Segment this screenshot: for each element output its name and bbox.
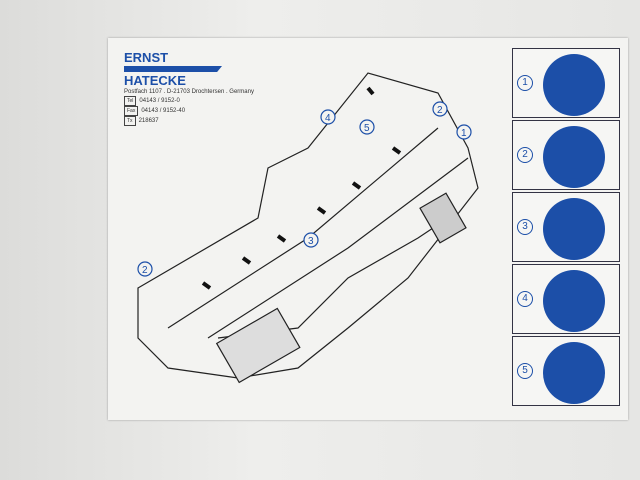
svg-text:2: 2 — [437, 105, 443, 116]
lifeboat-hook-icon — [543, 54, 605, 116]
contact-label: Fax — [124, 106, 139, 116]
company-logo: ERNST HATECKE — [124, 50, 222, 88]
postal-address: Postfach 1107 . D-21703 Drochtersen . Ge… — [124, 89, 254, 95]
lifeboat-outline — [137, 72, 479, 384]
hand-release-icon — [543, 126, 605, 188]
svg-text:5: 5 — [364, 123, 370, 134]
winch-rotate-icon — [543, 270, 605, 332]
lifeboat-diagram: 1 2 2 3 4 5 — [137, 72, 479, 384]
instruction-panel-2: 2 — [512, 120, 620, 190]
lower-to-water-icon — [543, 342, 605, 404]
svg-text:2: 2 — [142, 265, 148, 276]
contact-value: 04143 / 9152-0 — [139, 98, 180, 104]
svg-text:3: 3 — [308, 236, 314, 247]
step-number: 2 — [517, 147, 533, 163]
instruction-panel-3: 3 — [512, 192, 620, 262]
instruction-panel-5: 5 — [512, 336, 620, 406]
step-number: 5 — [517, 363, 533, 379]
step-number: 4 — [517, 291, 533, 307]
diagram-markers: 1 2 2 3 4 5 — [137, 101, 472, 277]
seat-marks — [201, 86, 402, 290]
step-number: 3 — [517, 219, 533, 235]
marker-3: 3 — [303, 232, 319, 248]
svg-text:4: 4 — [325, 113, 331, 124]
marker-2a: 2 — [432, 101, 448, 117]
instruction-panel-4: 4 — [512, 264, 620, 334]
marker-4: 4 — [320, 109, 336, 125]
address-block: Postfach 1107 . D-21703 Drochtersen . Ge… — [124, 88, 254, 126]
contact-label: Tx — [124, 116, 136, 126]
logo-bar — [124, 66, 222, 72]
svg-text:1: 1 — [461, 128, 467, 139]
instruction-placard: ERNST HATECKE Postfach 1107 . D-21703 Dr… — [108, 38, 628, 420]
instruction-panel-1: 1 — [512, 48, 620, 118]
marker-5: 5 — [359, 119, 375, 135]
contact-value: 04143 / 9152-40 — [141, 108, 186, 114]
logo-line2: HATECKE — [124, 73, 186, 88]
step-number: 1 — [517, 75, 533, 91]
marker-1: 1 — [456, 124, 472, 140]
seatbelt-icon — [543, 198, 605, 260]
contact-value: 218637 — [138, 118, 159, 124]
logo-line1: ERNST — [124, 50, 169, 65]
marker-2b: 2 — [137, 261, 153, 277]
contact-label: Tel — [124, 96, 137, 106]
